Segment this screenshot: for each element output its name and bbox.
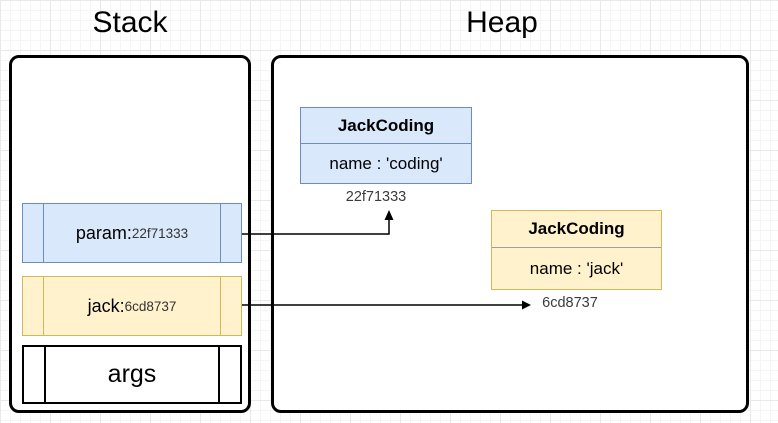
frame-name: args	[107, 360, 157, 388]
frame-name: jack	[87, 295, 120, 316]
heap-object-jack: JackCoding name : 'jack'	[491, 210, 662, 290]
frame-right-bar	[220, 277, 221, 335]
frame-left-bar	[43, 204, 44, 262]
stack-frame-args: args	[22, 345, 242, 404]
frame-right-bar	[218, 347, 220, 402]
heap-title: Heap	[466, 6, 538, 39]
frame-right-bar	[220, 204, 221, 262]
frame-separator: :	[119, 295, 125, 316]
stack-frame-jack: jack : 6cd8737	[22, 276, 242, 336]
field-row: name : 'coding'	[329, 153, 443, 173]
class-name: JackCoding	[301, 108, 471, 144]
object-address-label: 6cd8737	[542, 295, 598, 311]
heap-region: JackCoding name : 'coding' 22f71333 Jack…	[271, 55, 749, 413]
heap-object-coding: JackCoding name : 'coding'	[300, 107, 472, 184]
frame-left-bar	[43, 277, 44, 335]
frame-name: param	[75, 222, 127, 243]
frame-left-bar	[44, 347, 46, 402]
field-row: name : 'jack'	[529, 258, 624, 278]
stack-region: param : 22f71333 jack : 6cd8737 args	[9, 55, 251, 413]
stack-frame-param: param : 22f71333	[22, 203, 242, 263]
frame-address: 6cd8737	[124, 298, 177, 314]
class-name: JackCoding	[492, 211, 661, 248]
stack-title: Stack	[92, 6, 168, 39]
frame-separator: :	[126, 222, 132, 243]
object-address-label: 22f71333	[345, 189, 407, 205]
frame-address: 22f71333	[131, 225, 189, 241]
